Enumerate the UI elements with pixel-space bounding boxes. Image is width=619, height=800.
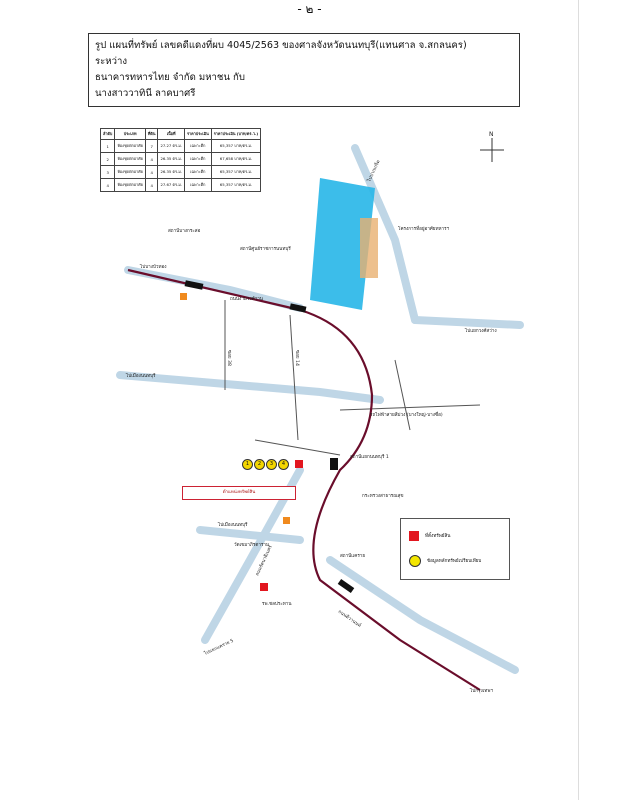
header-box: รูป แผนที่ทรัพย์ เลขคดีแดงที่ผบ 4045/256… (88, 33, 520, 107)
property-table: ลำดับ ประเภท ที่ดิน เนื้อที่ ราคาประเมิน… (99, 128, 262, 192)
hospital-marker (260, 583, 268, 591)
label-station-yeak: สถานีแยกนนทบุรี 1 (350, 453, 389, 460)
soi-road-2 (289, 314, 299, 441)
table-row: 2 ห้องชุดพักอาศัย 4 26.35 ตร.ม. เฉพาะตึก… (99, 152, 262, 166)
label-road-tiwanon: ถนนติวานนท์ (337, 608, 363, 629)
marker-small-1 (180, 293, 187, 300)
compass (480, 138, 504, 162)
legend-row-property: ที่ตั้งทรัพย์สิน (409, 531, 450, 541)
project-building-inner (360, 218, 378, 278)
legend-row-comparison: ข้อมูลหลักทรัพย์เปรียบเทียบ (409, 555, 481, 567)
marker-small-2 (283, 517, 290, 524)
comparison-marker-3: 3 (266, 459, 277, 470)
label-link: รถไฟฟ้าสายสีม่วง (บางใหญ่-บางซื่อ) (370, 411, 443, 418)
label-road-ngamwongwan: ถนนงามวงศ์วาน (230, 295, 264, 302)
soi-road-3 (254, 439, 341, 456)
thin-roads (224, 300, 481, 456)
comparison-marker-4: 4 (278, 459, 289, 470)
label-soi-38: ซอย 38 (226, 350, 232, 366)
roads (116, 144, 524, 674)
label-soi-14: ซอย 14 (294, 350, 300, 366)
header-line-4: นางสาววาทินี ลาคบาศรี (95, 88, 196, 99)
station-4 (337, 578, 355, 594)
legend-circle-icon (409, 555, 421, 567)
road-bangbuathong (124, 266, 304, 312)
label-wat: วัดเขมาภิรตาราม (234, 541, 269, 548)
table-row: 4 ห้องชุดพักอาศัย 4 27.67 ตร.ม. เฉพาะตึก… (99, 178, 262, 192)
rail-line (127, 268, 481, 691)
header-line-2: ระหว่าง (95, 56, 128, 67)
label-wongsawang: ไปแยกวงศ์สว่าง (464, 327, 497, 334)
page-number: - ๒ - (297, 2, 322, 16)
label-station-khaeraj: สถานีแคราย (340, 552, 365, 559)
header-line-3: ธนาคารทหารไทย จำกัด มหาชน กับ (95, 72, 245, 83)
road-nonthaburi (196, 526, 304, 544)
legend-label-comparison: ข้อมูลหลักทรัพย์เปรียบเทียบ (427, 558, 482, 564)
map-legend: ที่ตั้งทรัพย์สิน ข้อมูลหลักทรัพย์เปรียบเ… (400, 518, 510, 580)
label-ministry: กระทรวงสาธารณสุข (362, 493, 403, 499)
road-pakkret (351, 144, 419, 324)
header-line-1: รูป แผนที่ทรัพย์ เลขคดีแดงที่ผบ 4045/256… (95, 40, 467, 51)
north-label: N (489, 131, 494, 138)
table-row: 1 ห้องชุดพักอาศัย 7 27.27 ตร.ม. เฉพาะตึก… (99, 139, 262, 153)
road-ratchaphruek (201, 466, 304, 644)
property-callout: ตำแหน่งทรัพย์สิน (182, 486, 296, 500)
project-building (310, 178, 375, 310)
label-station-nonthaburi: สถานีศูนย์ราชการนนทบุรี (240, 245, 291, 252)
road-wongsawang (411, 316, 524, 329)
station-3 (330, 458, 338, 470)
cell: 4 (99, 178, 116, 192)
cell: 65,357 บาท/ตร.ม. (210, 178, 262, 192)
label-bangkok: ไปกรุงเทพฯ (469, 687, 493, 694)
label-nonthaburi-2: ไปเมืองนนทบุรี (217, 521, 248, 528)
label-bangbuathong: ไปบางบัวทอง (139, 263, 167, 270)
label-station-bangkraso: สถานีบางกระสอ (168, 227, 201, 234)
cell: ห้องชุดพักอาศัย (114, 178, 146, 192)
comparison-marker-1: 1 (242, 459, 253, 470)
page-edge (578, 0, 579, 800)
legend-label-property: ที่ตั้งทรัพย์สิน (425, 533, 451, 539)
property-marker (295, 460, 303, 468)
comparison-markers: 1 2 3 4 (242, 459, 290, 470)
soi-road-4 (394, 359, 411, 431)
soi-road-5 (339, 404, 481, 411)
station-1 (184, 280, 204, 290)
road-tiwanon (326, 556, 519, 674)
road-soi (116, 371, 384, 404)
label-project: โครงการที่อยู่อาศัยทหารฯ (398, 225, 450, 232)
comparison-marker-2: 2 (254, 459, 265, 470)
table-row: 3 ห้องชุดพักอาศัย 4 26.35 ตร.ม. เฉพาะตึก… (99, 165, 262, 179)
legend-square-icon (409, 531, 419, 541)
station-2 (289, 303, 307, 313)
label-hospital: รพ.ชลประทาน (262, 601, 292, 607)
label-nonthaburi-1: ไปเมืองนนทบุรี (125, 372, 156, 379)
